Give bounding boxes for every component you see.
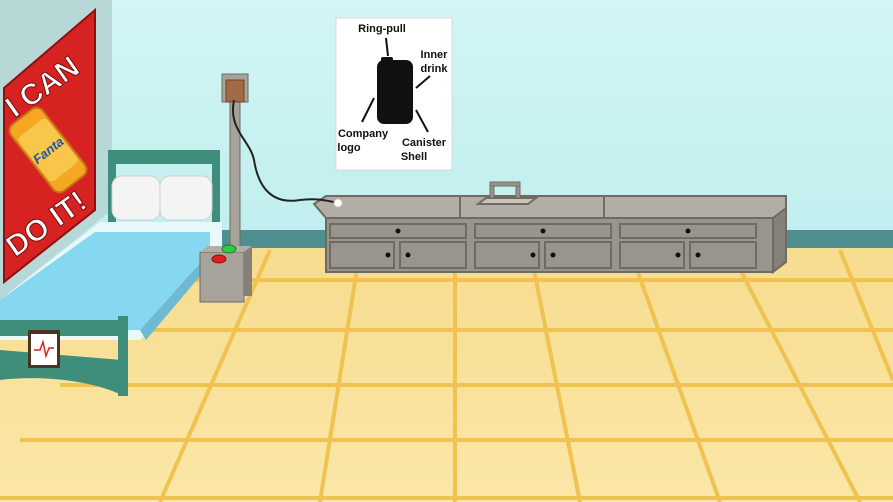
green-button[interactable] <box>221 244 237 254</box>
red-button[interactable] <box>211 254 227 264</box>
sink[interactable] <box>475 181 539 205</box>
pillow <box>111 175 161 221</box>
floor-tile-lines <box>0 249 893 502</box>
label-shell-line2: Shell <box>401 151 427 163</box>
label-logo-line2: logo <box>337 142 360 154</box>
label-ring-pull: Ring-pull <box>358 23 406 35</box>
heartbeat-icon <box>34 339 54 359</box>
patient-chart[interactable] <box>28 330 60 368</box>
control-box <box>199 246 252 303</box>
counter-cabinets[interactable] <box>312 195 787 275</box>
bed[interactable] <box>0 150 222 396</box>
iv-stand[interactable] <box>221 73 343 251</box>
label-inner-line1: Inner <box>421 49 449 61</box>
fanta-can-icon: Fanta <box>8 106 88 194</box>
can-diagram-icon <box>377 60 413 124</box>
can-diagram-poster[interactable]: Ring-pull Inner drink Company logo Canis… <box>335 17 453 171</box>
label-inner-line2: drink <box>421 63 449 75</box>
pillow <box>159 175 213 221</box>
label-shell-line1: Canister <box>402 137 447 149</box>
blanket <box>0 232 210 330</box>
label-logo-line1: Company <box>338 128 389 140</box>
